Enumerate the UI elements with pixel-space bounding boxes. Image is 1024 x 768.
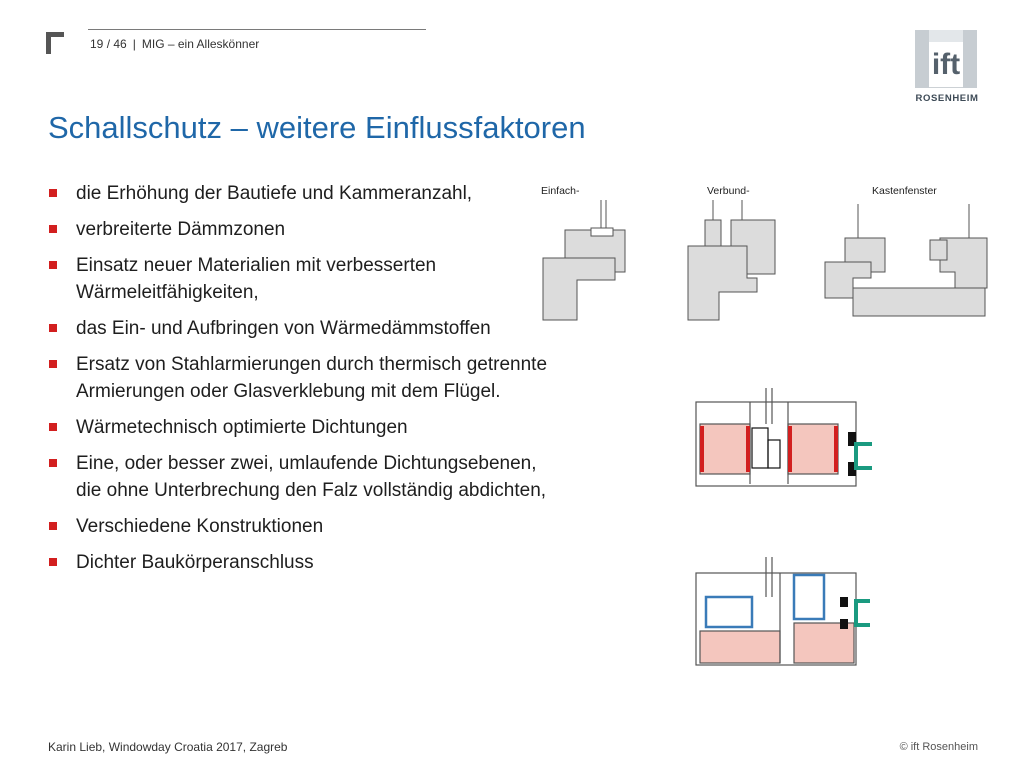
bullet-item: Wärmetechnisch optimierte Dichtungen: [48, 414, 548, 441]
bullet-text: verbreiterte Dämmzonen: [76, 219, 286, 240]
bullet-item: verbreiterte Dämmzonen: [48, 216, 548, 243]
ift-logo-mark: ift: [915, 30, 977, 88]
bullet-square-icon: [49, 558, 57, 566]
green-seal-icon: [854, 599, 870, 627]
bullet-text: Ersatz von Stahlarmierungen durch thermi…: [76, 354, 548, 402]
bullet-text: Eine, oder besser zwei, umlaufende Dicht…: [76, 453, 547, 501]
bullet-text: Verschiedene Konstruktionen: [76, 516, 324, 537]
bullet-square-icon: [49, 324, 57, 332]
section-name: MIG – ein Alleskönner: [141, 37, 260, 51]
logo-name: ROSENHEIM: [915, 93, 979, 104]
corner-mark: [46, 32, 64, 54]
bullet-item: Dichter Baukörperanschluss: [48, 549, 548, 576]
page-current: 19: [90, 37, 104, 51]
bullet-square-icon: [49, 261, 57, 269]
profile-verbund: [687, 200, 776, 321]
footer-copyright: © ift Rosenheim: [899, 741, 978, 753]
bullet-item: Einsatz neuer Materialien mit verbessert…: [48, 252, 548, 306]
bullet-square-icon: [49, 522, 57, 530]
profile-kastenfenster: [824, 204, 988, 317]
ift-logo: ift ROSENHEIM: [913, 30, 981, 108]
bullet-square-icon: [49, 189, 57, 197]
bullet-item: Verschiedene Konstruktionen: [48, 513, 548, 540]
slide-title: Schallschutz – weitere Einflussfaktoren: [48, 110, 586, 145]
bullet-text: Wärmetechnisch optimierte Dichtungen: [76, 417, 408, 438]
label-einfach: Einfach-: [541, 185, 580, 197]
footer-author: Karin Lieb, Windowday Croatia 2017, Zagr…: [48, 740, 288, 754]
bullet-item: Eine, oder besser zwei, umlaufende Dicht…: [48, 450, 548, 504]
header-rule: [88, 29, 426, 30]
page-info: 19 / 46|MIG – ein Alleskönner: [90, 37, 260, 51]
section-figure-insulation: [695, 557, 870, 666]
section-figure-reinforcement: [695, 388, 872, 487]
bullet-square-icon: [49, 225, 57, 233]
label-verbund: Verbund-: [707, 185, 750, 197]
label-kastenfenster: Kastenfenster: [872, 185, 937, 197]
bullet-text: Dichter Baukörperanschluss: [76, 552, 314, 573]
window-types-figure: Einfach- Verbund- Kastenfenster: [541, 185, 988, 321]
bullet-list: die Erhöhung der Bautiefe und Kammeranza…: [48, 180, 548, 585]
bullet-text: das Ein- und Aufbringen von Wärmedämmsto…: [76, 318, 491, 339]
page-total: 46: [113, 37, 127, 51]
bullet-square-icon: [49, 459, 57, 467]
bullet-item: Ersatz von Stahlarmierungen durch thermi…: [48, 351, 548, 405]
logo-wordmark: ift: [932, 48, 960, 81]
bullet-text: die Erhöhung der Bautiefe und Kammeranza…: [76, 183, 473, 204]
bullet-text: Einsatz neuer Materialien mit verbessert…: [76, 255, 437, 303]
bullet-item: die Erhöhung der Bautiefe und Kammeranza…: [48, 180, 548, 207]
bullet-square-icon: [49, 360, 57, 368]
bullet-item: das Ein- und Aufbringen von Wärmedämmsto…: [48, 315, 548, 342]
bullet-square-icon: [49, 423, 57, 431]
green-seal-icon: [854, 442, 872, 470]
profile-einfach: [542, 200, 626, 321]
